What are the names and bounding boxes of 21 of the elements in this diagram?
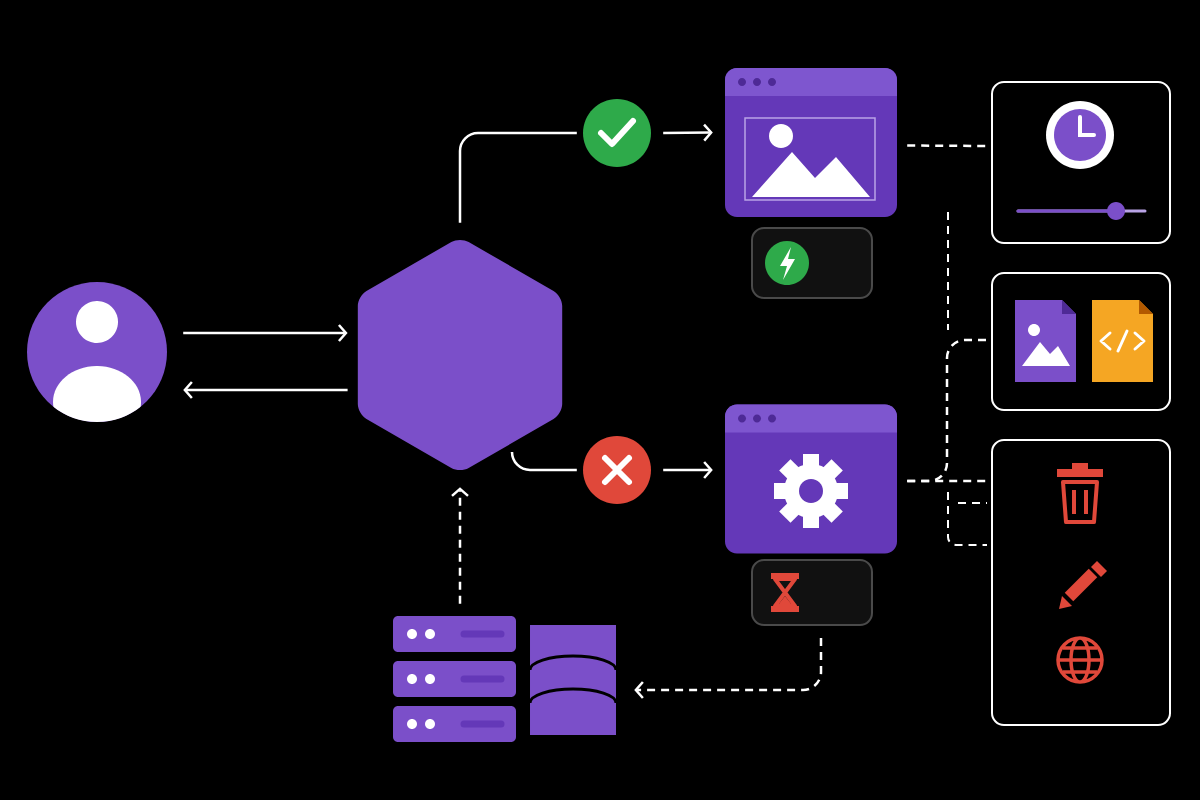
database-cylinder: [528, 624, 618, 735]
connector: [907, 144, 986, 148]
arrow: [663, 461, 713, 479]
image-window: [725, 68, 897, 217]
server-stack: [393, 616, 516, 742]
arrow: [183, 324, 348, 342]
connector: [510, 450, 577, 472]
connector: [907, 479, 986, 483]
status-pill: [751, 227, 873, 299]
check-badge: [583, 99, 651, 167]
hexagon: [357, 239, 563, 471]
user-avatar: [27, 282, 167, 422]
settings-window: [725, 404, 897, 554]
arrow: [451, 487, 469, 604]
connector: [458, 131, 577, 223]
panel: [991, 439, 1171, 726]
arrow: [634, 638, 823, 699]
arrow: [183, 381, 348, 399]
status-pill: [751, 559, 873, 626]
error-badge: [583, 436, 651, 504]
arrow: [663, 123, 713, 142]
